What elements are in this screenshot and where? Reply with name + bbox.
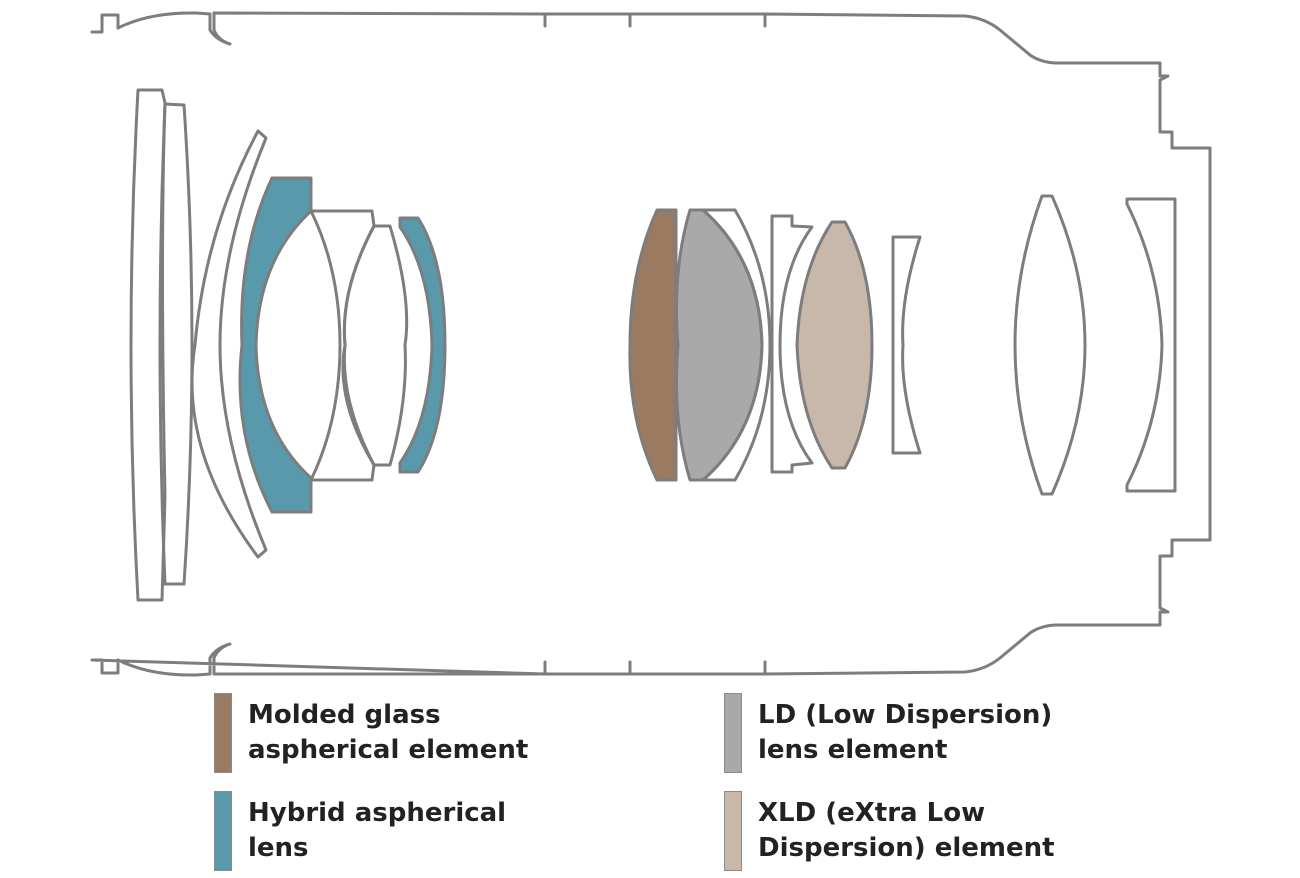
legend-label-hybrid-line2: lens xyxy=(248,833,309,863)
xld-lens-element xyxy=(795,220,874,470)
lens-barrel-outline xyxy=(90,11,1212,677)
lens-construction-diagram xyxy=(90,11,1212,677)
molded-glass-aspherical-element xyxy=(628,208,678,482)
lens-element-13 xyxy=(891,235,922,455)
lens-element-6 xyxy=(341,224,409,467)
legend-label-molded-glass-line1: Molded glass xyxy=(248,700,441,730)
hybrid-aspherical-element-1 xyxy=(238,176,313,514)
legend-label-xld-line1: XLD (eXtra Low xyxy=(758,798,986,828)
lens-element-2 xyxy=(158,102,194,586)
legend-molded-glass: Molded glass aspherical element xyxy=(214,693,528,773)
legend-swatch-molded-glass xyxy=(214,693,232,773)
lens-element-14 xyxy=(1013,194,1087,496)
ld-lens-element xyxy=(675,208,764,482)
legend-ld: LD (Low Dispersion) lens element xyxy=(724,693,1052,773)
legend-label-molded-glass-line2: aspherical element xyxy=(248,735,529,765)
lens-element-3 xyxy=(190,129,268,559)
hybrid-aspherical-element-2 xyxy=(398,216,447,474)
lens-element-10 xyxy=(701,208,772,482)
legend-xld: XLD (eXtra Low Dispersion) element xyxy=(724,791,1055,871)
legend-swatch-ld xyxy=(724,693,742,773)
lens-element-5 xyxy=(309,209,376,482)
legend-label-xld-line2: Dispersion) element xyxy=(758,833,1055,863)
lens-element-15 xyxy=(1125,197,1177,493)
legend-label-ld-line2: lens element xyxy=(758,735,948,765)
legend-swatch-hybrid xyxy=(214,791,232,871)
legend-label-ld-line1: LD (Low Dispersion) xyxy=(758,700,1053,730)
legend-hybrid: Hybrid aspherical lens xyxy=(214,791,506,871)
legend-label-hybrid-line1: Hybrid aspherical xyxy=(248,798,507,828)
legend-swatch-xld xyxy=(724,791,742,871)
lens-element-11 xyxy=(770,214,814,474)
